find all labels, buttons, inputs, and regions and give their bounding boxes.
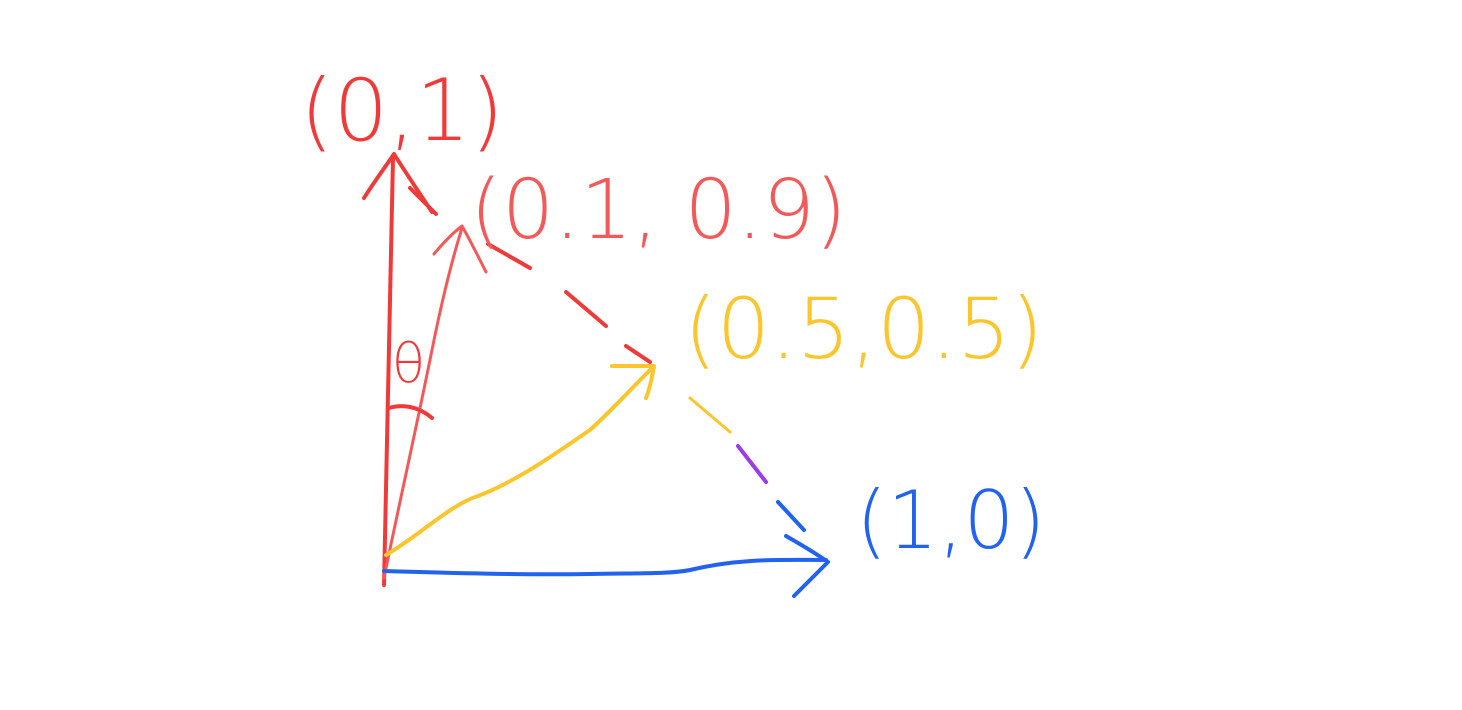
vector-arrow-05-05: [384, 366, 654, 557]
vector-arrow-01-09: [382, 226, 464, 580]
label-vector-1-0: (1,0): [856, 474, 1046, 567]
arrowhead-01-09: [432, 224, 488, 274]
arrowhead-0-1: [362, 152, 434, 214]
vector-arrow-0-1: [382, 156, 395, 587]
label-vector-05-05: (0.5,0.5): [684, 280, 1043, 378]
theta-arc: [387, 404, 434, 420]
label-vector-0-1: (0,1): [300, 61, 504, 161]
label-vector-01-09: (0.1, 0.9): [470, 163, 847, 258]
dashed-connector-purple: [736, 444, 768, 484]
dashed-connector-red: [408, 186, 652, 364]
vector-arrow-1-0: [382, 557, 828, 577]
label-theta: θ: [392, 332, 425, 395]
arrowhead-1-0: [784, 534, 830, 598]
dashed-connector-yellow: [688, 396, 732, 434]
arrowhead-05-05: [610, 364, 656, 400]
dashed-connector-blue: [776, 500, 806, 532]
